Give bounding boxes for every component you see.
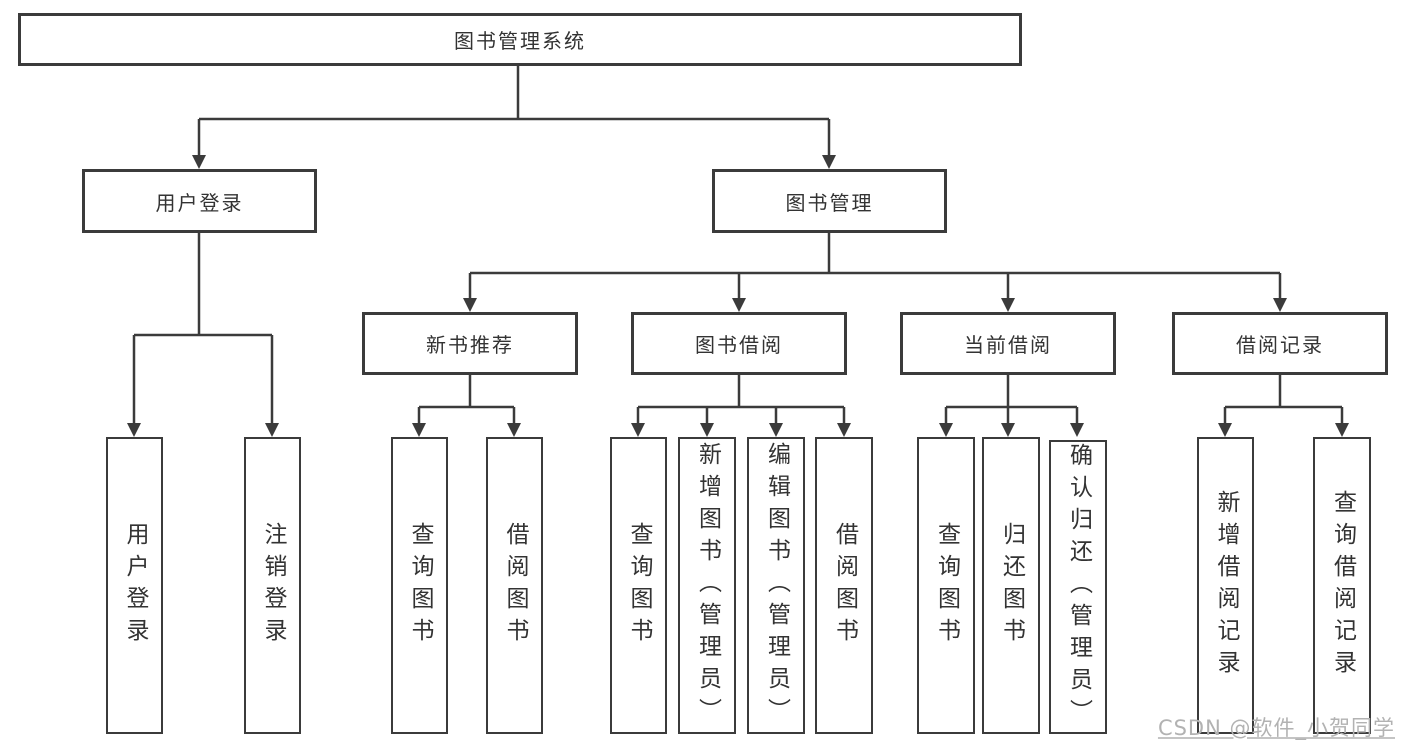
node-current-borrow: 当前借阅 [900,312,1116,375]
node-query-borrow-record: 查询借阅记录 [1313,437,1371,734]
node-new-book-recommend: 新书推荐 [362,312,578,375]
node-return-book: 归还图书 [982,437,1040,734]
edge-bookmgmt-to-level3 [463,233,1287,312]
node-confirm-return-admin: 确认归还（管理员） [1049,440,1107,734]
node-book-management: 图书管理 [712,169,947,233]
node-query-books-current: 查询图书 [917,437,975,734]
edge-current-to-leaves [939,375,1084,437]
edge-root-to-level2 [192,66,836,169]
node-add-borrow-record: 新增借阅记录 [1197,437,1254,734]
node-add-book-admin: 新增图书（管理员） [678,437,736,734]
node-user-login: 用户登录 [82,169,317,233]
watermark-text: CSDN @软件_小贺同学 [1157,716,1395,740]
node-borrow-records: 借阅记录 [1172,312,1388,375]
node-library-system: 图书管理系统 [18,13,1022,66]
node-user-login-leaf: 用户登录 [106,437,163,734]
edge-userlogin-to-leaves [127,233,279,437]
node-query-books-recommend: 查询图书 [391,437,448,734]
node-logout-login: 注销登录 [244,437,301,734]
edge-records-to-leaves [1218,375,1349,437]
node-borrow-books-recommend: 借阅图书 [486,437,543,734]
node-borrow-books-leaf: 借阅图书 [815,437,873,734]
edge-newbook-to-leaves [412,375,521,437]
node-book-borrow: 图书借阅 [631,312,847,375]
node-query-books-borrow: 查询图书 [610,437,667,734]
node-edit-book-admin: 编辑图书（管理员） [747,437,805,734]
edge-borrow-to-leaves [631,375,851,437]
